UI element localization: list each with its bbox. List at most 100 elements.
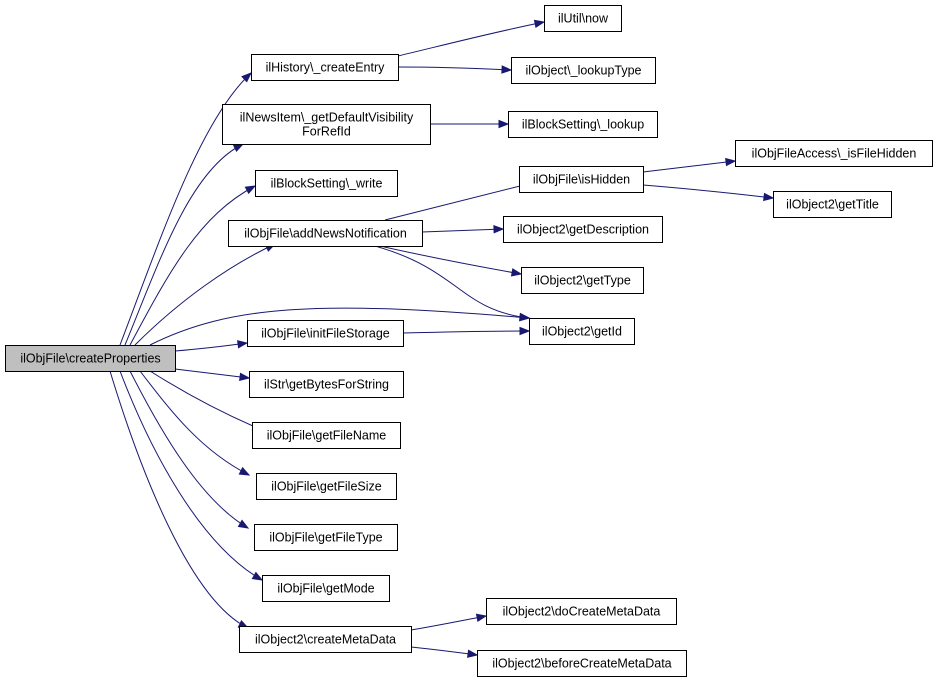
node-getId[interactable]: ilObject2\getId [529,318,635,345]
edge-line [397,21,545,57]
edge-addNewsNotification-to-getId [374,245,531,322]
edge-createProperties-to-initFileStorage [174,340,249,352]
node-box [477,650,687,677]
node-bsWrite[interactable]: ilBlockSetting\_write [255,170,398,197]
node-now[interactable]: ilUtil\now [544,5,622,32]
node-initFileStorage[interactable]: ilObjFile\initFileStorage [247,320,404,347]
node-box [544,5,622,32]
node-box [486,598,677,625]
node-label: ilObject\_lookupType [525,64,641,78]
node-getFileName[interactable]: ilObjFile\getFileName [252,422,401,449]
edge-addNewsNotification-to-getDescription [421,225,505,234]
node-label: ForRefId [302,125,351,139]
node-createEntry[interactable]: ilHistory\_createEntry [251,54,399,81]
edge-initFileStorage-to-getId [402,326,531,336]
node-box [503,216,663,243]
node-box [255,170,398,197]
node-label: ilObjFile\isHidden [533,173,630,187]
node-box [5,345,176,372]
node-bsLookup[interactable]: ilBlockSetting\_lookup [508,111,658,138]
node-getFileSize[interactable]: ilObjFile\getFileSize [256,473,397,500]
node-label: ilObjFile\getFileType [269,531,382,545]
edge-line [374,245,530,319]
edge-line [119,72,252,346]
edge-createProperties-to-getBytesForString [174,368,251,382]
node-label: ilObject2\beforeCreateMetaData [492,657,671,671]
edge-line [397,66,512,71]
edge-line [421,228,504,233]
arrowhead-icon [763,192,775,202]
arrowhead-icon [510,268,523,277]
node-getBytesForString[interactable]: ilStr\getBytesForString [249,371,404,398]
edge-line [642,160,736,173]
node-box [773,191,892,218]
node-lookupType[interactable]: ilObject\_lookupType [511,57,656,84]
node-getMode[interactable]: ilObjFile\getMode [262,575,390,602]
node-label: ilStr\getBytesForString [264,378,389,392]
node-label: ilObjFile\getFileName [267,429,387,443]
edge-addNewsNotification-to-getType [379,245,523,277]
node-label: ilObjFile\getMode [277,582,374,596]
arrowhead-icon [241,72,253,83]
edge-line [149,370,263,431]
node-box [262,575,390,602]
node-box [252,422,401,449]
node-isFileHidden[interactable]: ilObjFileAccess\_isFileHidden [735,140,933,167]
edge-line [410,646,478,656]
edge-line [410,615,487,631]
edge-line [119,370,263,581]
edge-line [379,245,522,275]
edge-line [384,182,533,221]
arrowhead-icon [239,372,251,382]
edge-line [149,307,530,346]
node-getType[interactable]: ilObject2\getType [521,267,644,294]
node-doCreateMetaData[interactable]: ilObject2\doCreateMetaData [486,598,677,625]
node-createMetaData[interactable]: ilObject2\createMetaData [239,626,412,653]
edge-createProperties-to-getFileName [149,370,264,431]
node-addNewsNotification[interactable]: ilObjFile\addNewsNotification [228,220,423,247]
edge-addNewsNotification-to-isHidden [384,181,534,221]
node-label: ilBlockSetting\_write [271,177,383,191]
node-getTitle[interactable]: ilObject2\getTitle [773,191,892,218]
node-getDescription[interactable]: ilObject2\getDescription [503,216,663,243]
edge-line [139,370,250,476]
arrowhead-icon [467,649,479,658]
arrowhead-icon [501,65,513,74]
node-box [511,57,656,84]
node-label: ilObject2\getDescription [517,223,649,237]
edge-line [174,368,250,379]
edge-createEntry-to-lookupType [397,65,513,74]
node-createProperties[interactable]: ilObjFile\createProperties [5,345,176,372]
node-label: ilObjFile\getFileSize [271,480,382,494]
node-label: ilObject2\getId [542,325,622,339]
edge-createProperties-to-getMode [119,370,264,581]
node-label: ilObject2\createMetaData [255,633,396,647]
edge-createProperties-to-bsWrite [129,185,257,346]
edge-getDefaultVisibility-to-bsLookup [430,119,510,129]
edge-line [129,370,249,529]
node-getFileType[interactable]: ilObjFile\getFileType [254,524,398,551]
node-box [249,371,404,398]
node-label: ilObjFileAccess\_isFileHidden [752,147,917,161]
arrowhead-icon [251,571,264,581]
node-beforeCreateMetaData[interactable]: ilObject2\beforeCreateMetaData [477,650,687,677]
node-box [508,111,658,138]
node-label: ilBlockSetting\_lookup [522,118,644,132]
node-isHidden[interactable]: ilObjFile\isHidden [519,166,644,193]
arrowhead-icon [238,466,251,476]
node-box [735,140,933,167]
node-box [251,54,399,81]
edge-line [109,370,249,629]
node-label: ilObject2\getTitle [786,198,879,212]
node-box [247,320,404,347]
edge-createProperties-to-getFileSize [139,370,251,476]
arrowhead-icon [725,157,737,167]
node-label: ilUtil\now [558,12,609,26]
edge-createEntry-to-now [397,19,546,57]
edge-line [402,330,530,334]
edge-createProperties-to-getDefaultVisibility [124,143,245,346]
node-box [239,626,412,653]
edge-createMetaData-to-doCreateMetaData [410,613,488,631]
